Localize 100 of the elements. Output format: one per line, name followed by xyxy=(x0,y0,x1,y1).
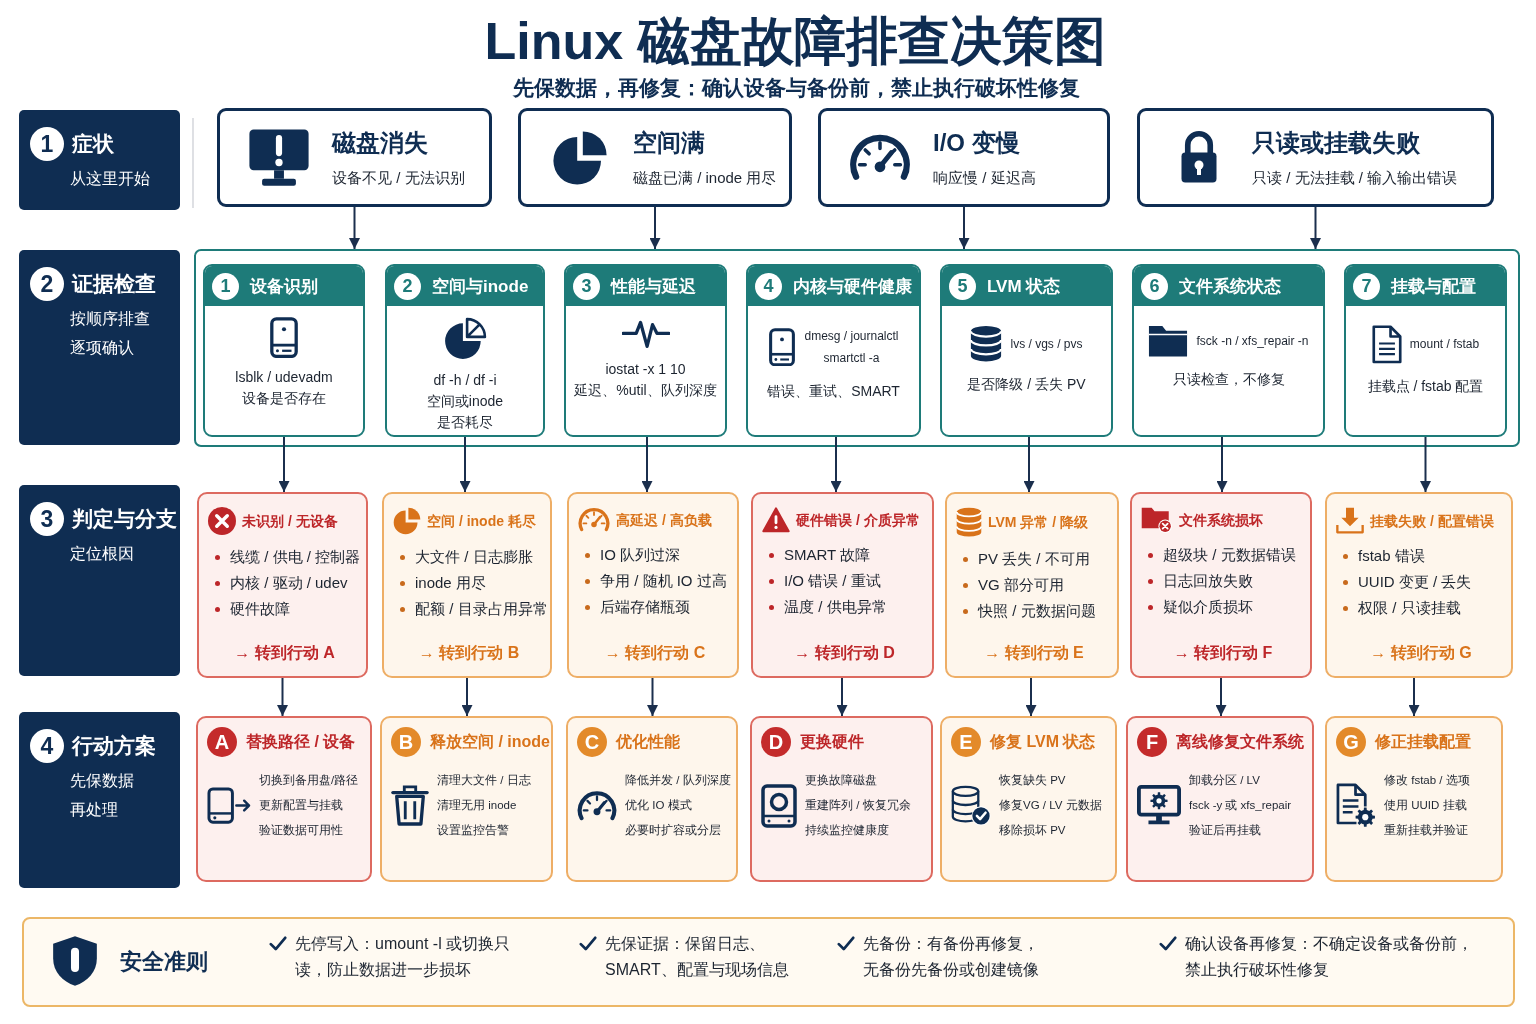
action-letter: E xyxy=(951,727,981,757)
next-step-text: → 转到行动 A xyxy=(234,643,335,663)
arrow xyxy=(1025,677,1037,717)
symptom-detail: 磁盘已满 / inode 用尽 xyxy=(633,167,777,188)
check-description: 设备是否存在 xyxy=(242,389,326,409)
safety-rule: 确认设备再修复：不确定设备或备份前，禁止执行破坏性修复 xyxy=(1185,934,1474,980)
stage-panel xyxy=(19,485,180,676)
stage-panel xyxy=(19,712,180,888)
stage-note: 按顺序排查 xyxy=(70,309,150,329)
action-letter: A xyxy=(207,727,237,757)
action-card xyxy=(196,716,372,882)
step-number: 3 xyxy=(573,272,600,300)
action-step: 恢复缺失 PV xyxy=(999,768,1066,793)
action-title: 替换路径 / 设备 xyxy=(246,731,356,752)
safety-title: 安全准则 xyxy=(120,948,208,976)
stage-number: 1 xyxy=(30,127,64,161)
action-letter: C xyxy=(577,727,607,757)
command-text: mount / fstab xyxy=(1409,336,1480,354)
stage-note: 逐项确认 xyxy=(70,338,134,358)
arrow xyxy=(641,436,653,493)
symptom-detail: 只读 / 无法挂载 / 输入输出错误 xyxy=(1252,167,1457,188)
check-description: 延迟、%util、队列深度 xyxy=(574,380,717,400)
stage-title: 行动方案 xyxy=(72,733,156,759)
cause-item: 权限 / 只读挂载 xyxy=(1336,595,1461,622)
diagnosis-card xyxy=(1325,492,1513,678)
check-title: 挂载与配置 xyxy=(1391,275,1476,298)
action-step: 验证后再挂载 xyxy=(1189,818,1261,843)
diagnosis-title: LVM 异常 / 降级 xyxy=(988,513,1089,533)
next-step-text: → 转到行动 C xyxy=(604,643,706,663)
command-text: fsck -n / xfs_repair -n xyxy=(1196,333,1309,351)
arrow xyxy=(830,436,842,493)
action-title: 修复 LVM 状态 xyxy=(990,731,1096,752)
action-step: 更换故障磁盘 xyxy=(805,768,877,793)
check-title: 性能与延迟 xyxy=(611,275,696,298)
diagnosis-card xyxy=(751,492,934,678)
cause-item: 后端存储瓶颈 xyxy=(578,593,690,620)
check-title: LVM 状态 xyxy=(987,275,1061,298)
arrow xyxy=(836,677,848,717)
arrow xyxy=(1215,677,1227,717)
check-card xyxy=(203,264,365,437)
stage-panel xyxy=(19,250,180,445)
arrow xyxy=(649,206,661,250)
action-card xyxy=(1126,716,1314,882)
stage-title: 证据检查 xyxy=(72,271,156,297)
action-step: 卸载分区 / LV xyxy=(1189,768,1260,793)
action-step: fsck -y 或 xfs_repair xyxy=(1189,793,1292,818)
action-step: 清理大文件 / 日志 xyxy=(437,768,531,793)
symptom-card xyxy=(518,108,792,207)
step-number: 4 xyxy=(755,272,782,300)
symptom-card xyxy=(818,108,1110,207)
check-title: 设备识别 xyxy=(250,275,318,298)
action-title: 释放空间 / inode xyxy=(430,731,550,752)
symptom-title: I/O 变慢 xyxy=(933,127,1020,158)
stage-title: 判定与分支 xyxy=(72,506,177,532)
symptom-title: 磁盘消失 xyxy=(332,127,428,158)
check-title: 空间与inode xyxy=(432,275,529,298)
check-description: 错误、重试、SMART xyxy=(767,382,900,401)
stage-note: 再处理 xyxy=(70,800,118,820)
step-number: 7 xyxy=(1353,272,1380,300)
cause-item: SMART 故障 xyxy=(762,541,871,568)
symptom-card xyxy=(1137,108,1494,207)
diagnosis-card xyxy=(197,492,368,678)
cause-item: 超级块 / 元数据错误 xyxy=(1141,542,1296,569)
action-step: 使用 UUID 挂载 xyxy=(1384,793,1467,818)
next-step-text: → 转到行动 D xyxy=(794,643,895,663)
arrow xyxy=(1310,206,1321,250)
action-letter: G xyxy=(1336,727,1366,757)
cause-item: 疑似介质损坏 xyxy=(1141,594,1253,621)
stage-panel xyxy=(19,110,180,210)
action-step: 切换到备用盘/路径 xyxy=(259,768,359,793)
action-title: 优化性能 xyxy=(616,731,680,752)
step-number: 1 xyxy=(212,272,239,300)
step-number: 2 xyxy=(394,272,421,300)
arrow xyxy=(1216,436,1228,493)
cause-item: 硬件故障 xyxy=(208,596,290,622)
action-step: 必要时扩容或分层 xyxy=(625,818,721,843)
symptom-card xyxy=(217,108,492,207)
cause-item: 日志回放失败 xyxy=(1141,568,1253,595)
check-description: 是否降级 / 丢失 PV xyxy=(967,375,1086,395)
stage-number: 4 xyxy=(30,729,64,763)
cause-item: UUID 变更 / 丢失 xyxy=(1336,569,1472,596)
action-step: 更新配置与挂载 xyxy=(259,793,343,818)
subtitle: 先保数据，再修复：确认设备与备份前，禁止执行破坏性修复 xyxy=(512,75,1080,101)
command-text: dmesg / journalctl xyxy=(804,328,899,345)
cause-item: 线缆 / 供电 / 控制器 xyxy=(208,544,360,570)
check-card xyxy=(385,264,545,437)
action-step: 优化 IO 模式 xyxy=(625,793,692,818)
evidence-frame xyxy=(194,249,1520,447)
diagnosis-title: 空间 / inode 耗尽 xyxy=(427,512,536,531)
command-text: df -h / df -i xyxy=(433,371,497,390)
action-letter: F xyxy=(1137,727,1167,757)
diagnosis-title: 挂载失败 / 配置错误 xyxy=(1370,511,1494,531)
diagnosis-card xyxy=(1130,492,1312,678)
action-title: 修正挂载配置 xyxy=(1375,731,1471,752)
safety-rule: 先停写入：umount -l 或切换只读，防止数据进一步损坏 xyxy=(295,934,512,980)
action-letter: B xyxy=(391,727,421,757)
check-card xyxy=(1132,264,1325,437)
diagnosis-title: 文件系统损坏 xyxy=(1179,511,1263,531)
diagnosis-card xyxy=(382,492,552,678)
arrow xyxy=(958,206,970,250)
